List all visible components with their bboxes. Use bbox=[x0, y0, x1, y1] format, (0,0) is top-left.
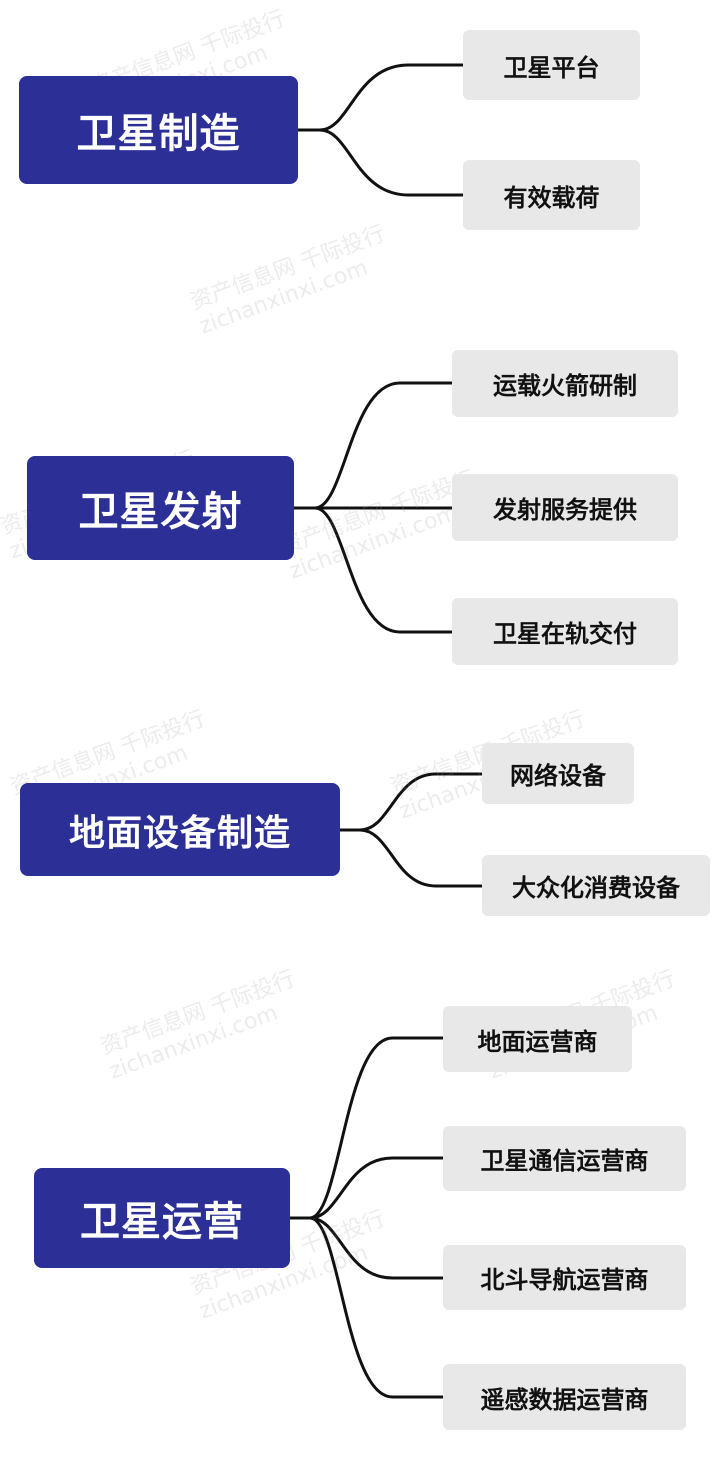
node-remote-sensing-operator[interactable]: 遥感数据运营商 bbox=[443, 1364, 686, 1430]
node-rocket-rd[interactable]: 运载火箭研制 bbox=[452, 350, 678, 417]
connector-path bbox=[298, 63, 463, 197]
node-ground-equipment[interactable]: 地面设备制造 bbox=[20, 783, 340, 876]
node-ground-operator[interactable]: 地面运营商 bbox=[443, 1006, 632, 1072]
node-satellite-platform[interactable]: 卫星平台 bbox=[463, 30, 640, 100]
node-satcom-operator[interactable]: 卫星通信运营商 bbox=[443, 1126, 686, 1191]
node-network-equipment[interactable]: 网络设备 bbox=[482, 743, 634, 804]
node-satellite-launch[interactable]: 卫星发射 bbox=[27, 456, 294, 560]
connector-path bbox=[290, 1036, 443, 1399]
connector-path bbox=[294, 381, 452, 634]
node-satellite-manufacturing[interactable]: 卫星制造 bbox=[19, 76, 298, 184]
node-beidou-operator[interactable]: 北斗导航运营商 bbox=[443, 1245, 686, 1310]
node-satellite-operation[interactable]: 卫星运营 bbox=[34, 1168, 290, 1268]
node-payload[interactable]: 有效载荷 bbox=[463, 160, 640, 230]
node-launch-service[interactable]: 发射服务提供 bbox=[452, 474, 678, 541]
node-in-orbit-delivery[interactable]: 卫星在轨交付 bbox=[452, 598, 678, 665]
node-consumer-equipment[interactable]: 大众化消费设备 bbox=[482, 855, 710, 916]
connector-path bbox=[340, 772, 482, 888]
